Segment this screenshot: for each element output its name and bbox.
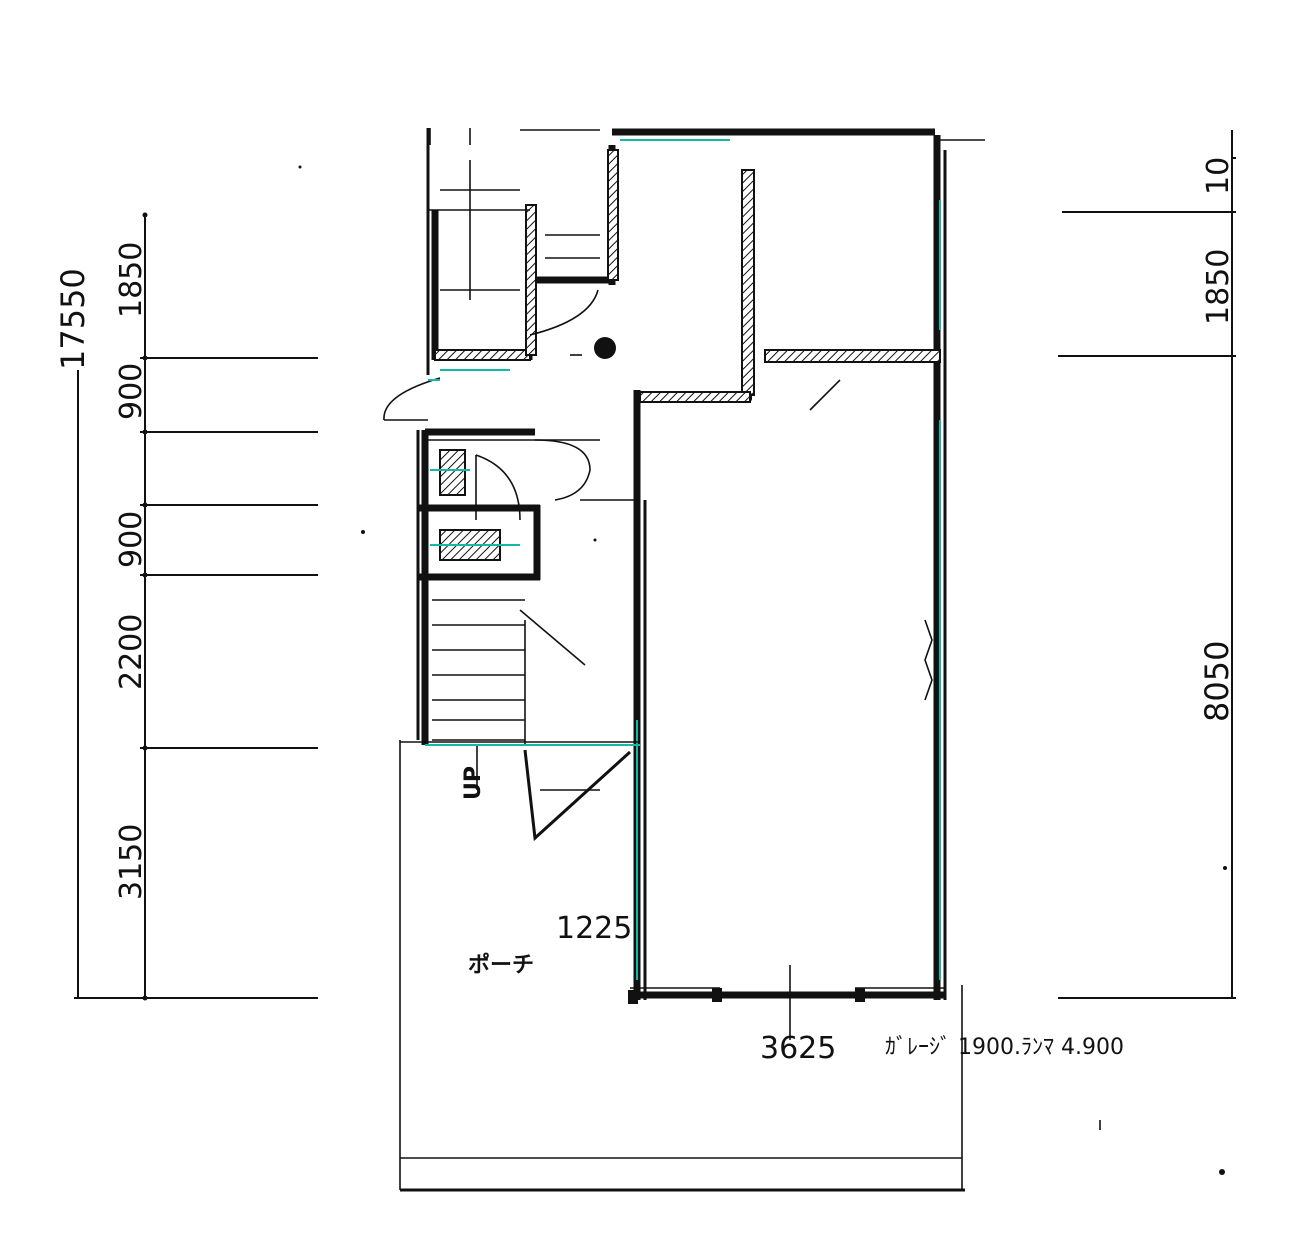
stair-up-label: UP bbox=[461, 766, 486, 800]
toilet-block bbox=[416, 428, 640, 740]
dim-right-top: 10 bbox=[1201, 157, 1236, 195]
dim-right-lower: 8050 bbox=[1198, 641, 1236, 722]
dim-left-seg-2: 900 bbox=[114, 363, 149, 420]
left-dimension-chain bbox=[74, 165, 318, 1001]
top-wall bbox=[429, 128, 985, 145]
garage-size-note: ｶﾞﾚｰｼﾞ 1900.ﾗﾝﾏ 4.900 bbox=[885, 1035, 1124, 1060]
dim-total-vertical: 17550 bbox=[54, 268, 92, 370]
dim-left-seg-4: 2200 bbox=[114, 614, 149, 690]
porch-label: ポーチ bbox=[468, 952, 534, 978]
bathroom-block bbox=[383, 128, 619, 421]
dim-left-seg-1: 1850 bbox=[114, 242, 149, 318]
porch-area bbox=[399, 740, 965, 1192]
dim-left-seg-5: 3150 bbox=[114, 824, 149, 900]
right-dimension-chain bbox=[1058, 130, 1236, 999]
staircase bbox=[400, 590, 640, 842]
dim-right-upper: 1850 bbox=[1201, 249, 1236, 325]
dim-bottom-right: 3625 bbox=[760, 1031, 836, 1066]
dim-left-seg-3: 900 bbox=[114, 511, 149, 568]
garage-room bbox=[628, 135, 947, 1004]
dim-bottom-left: 1225 bbox=[556, 911, 632, 946]
scan-specks bbox=[361, 530, 1227, 1175]
